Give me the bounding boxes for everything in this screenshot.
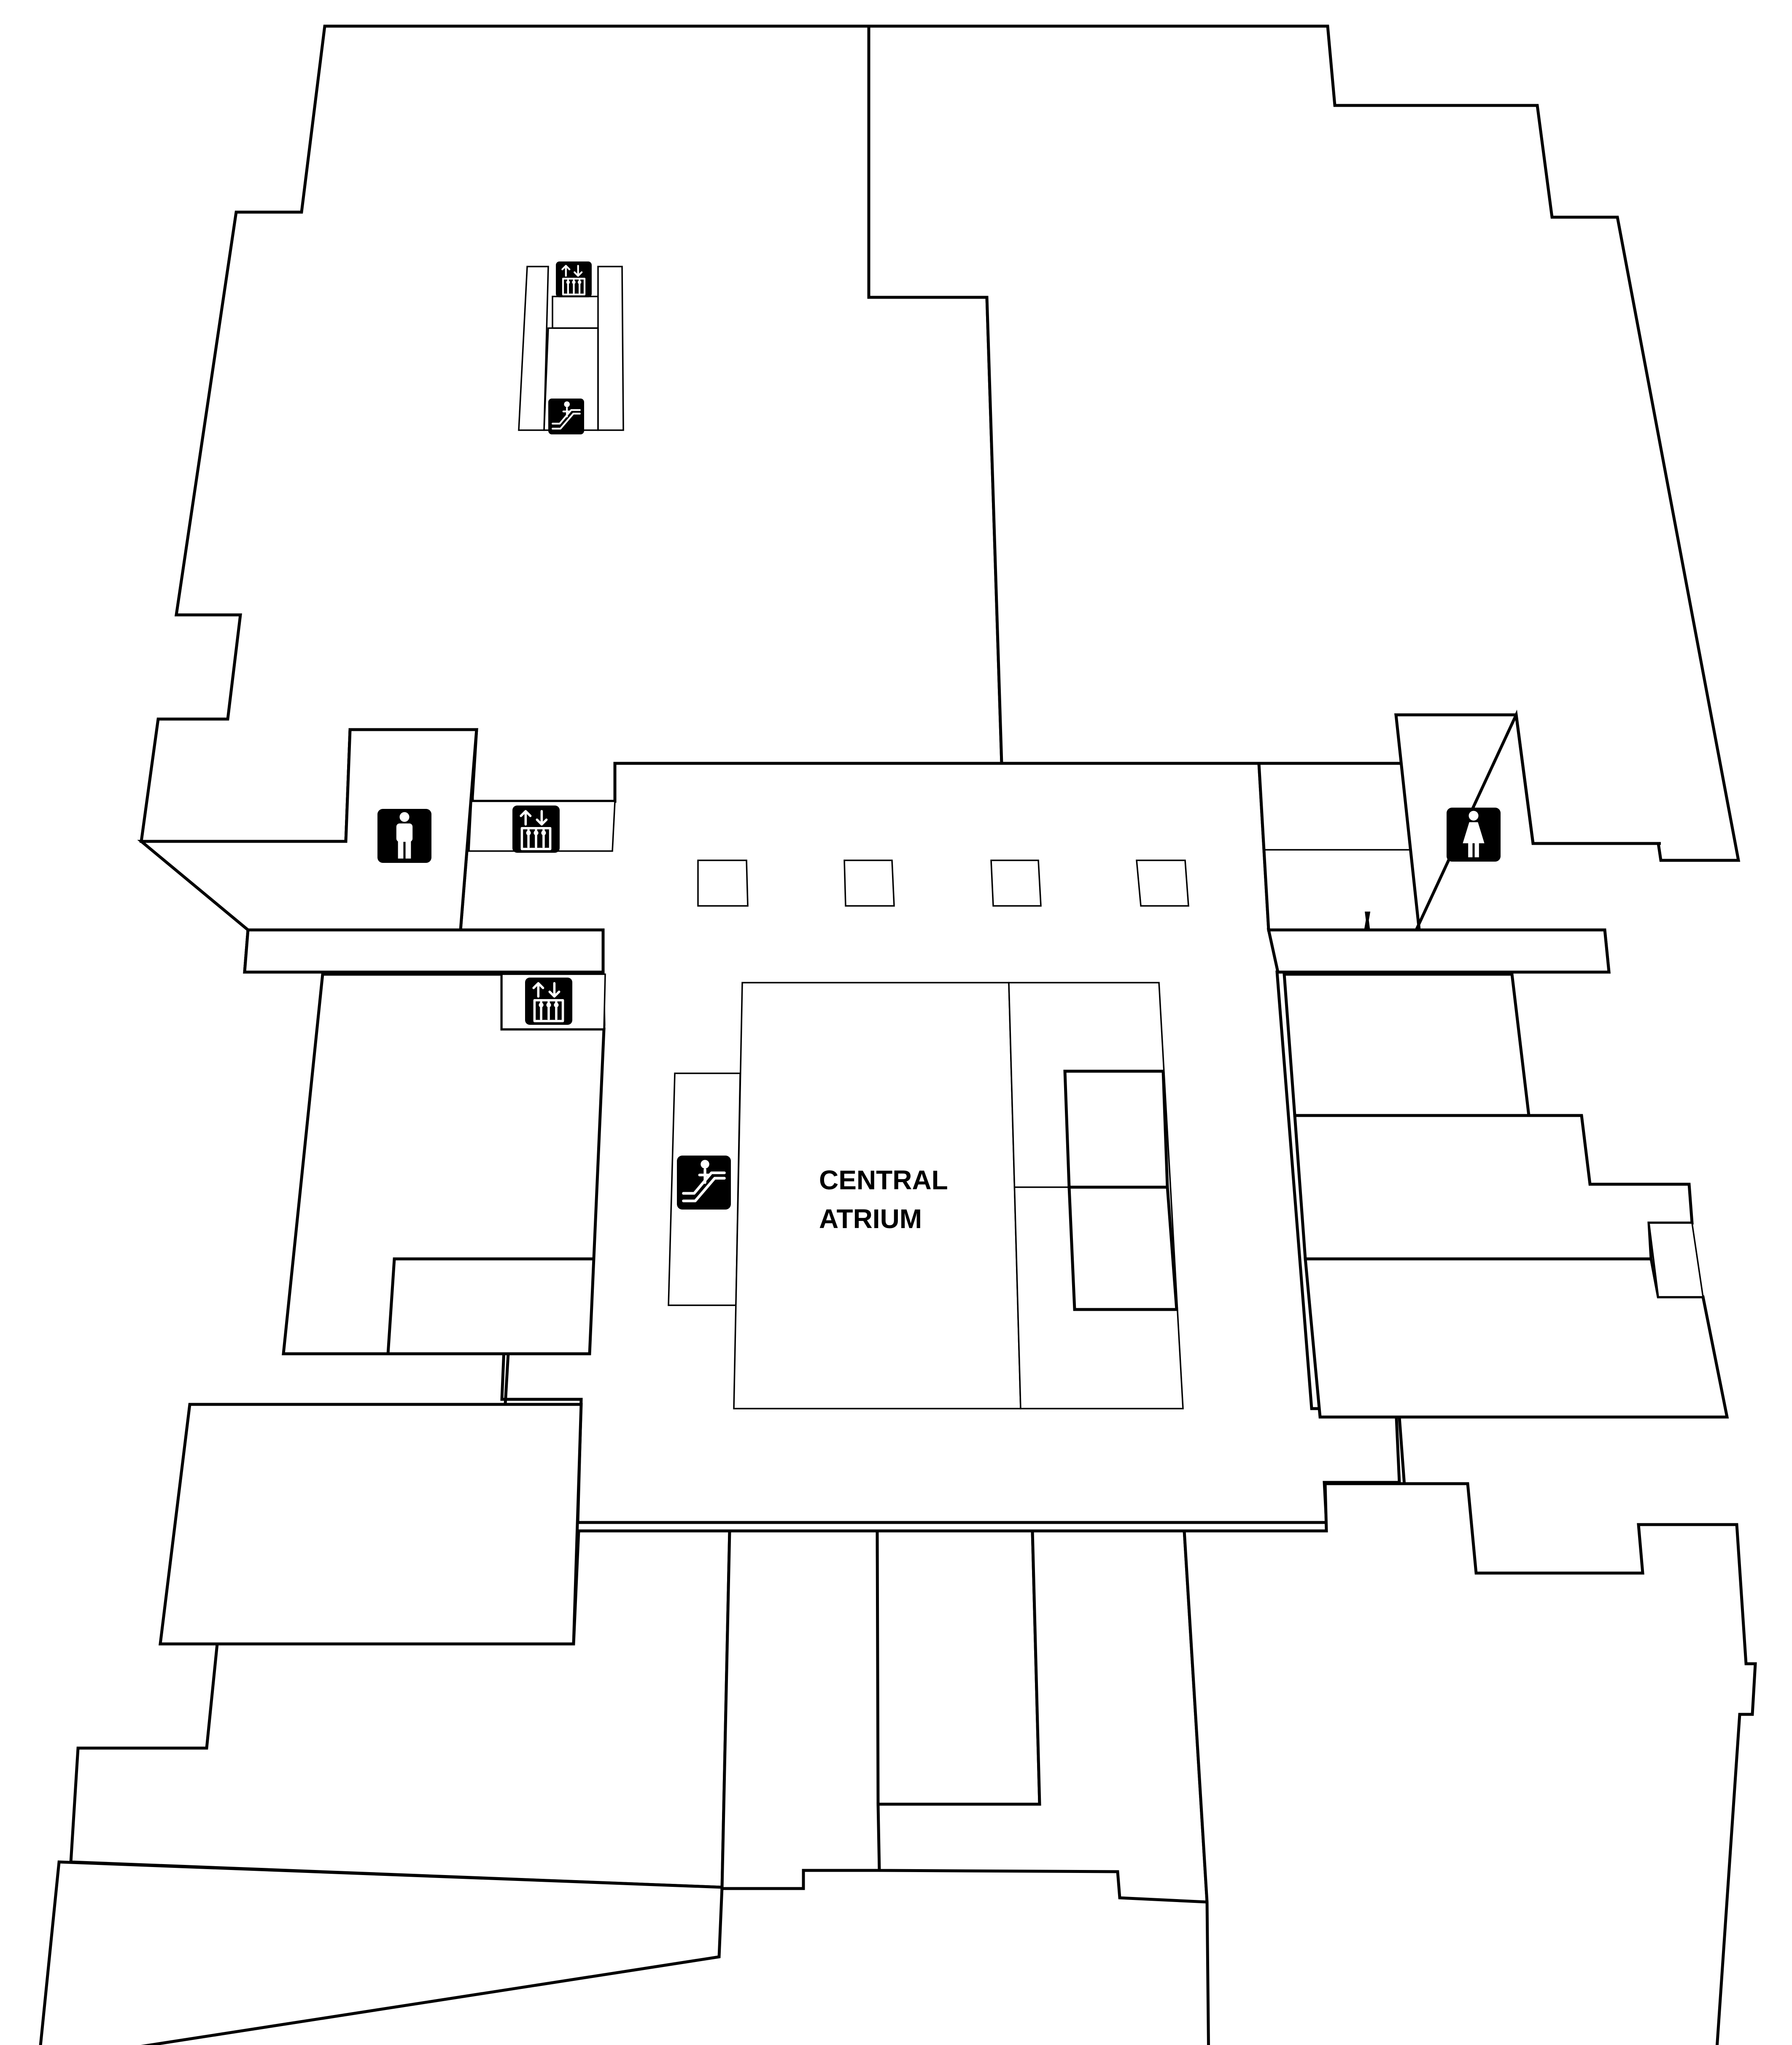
mid-right-store-middle [1293, 1114, 1694, 1261]
mens-restroom-icon[interactable] [377, 809, 431, 863]
pillar-1 [697, 859, 749, 907]
atrium-east-room-bottom [1067, 1186, 1178, 1311]
elevator-icon[interactable] [525, 978, 572, 1025]
mid-right-connector [1398, 1417, 1406, 1486]
elevator-icon[interactable] [556, 261, 592, 297]
central-atrium [733, 982, 1021, 1409]
atrium-label-line1: CENTRAL [819, 1165, 948, 1195]
bottom-left-store-large [159, 1403, 583, 1646]
mid-left-store [282, 973, 606, 1355]
escalator-icon[interactable] [548, 399, 584, 434]
pillar-3 [990, 859, 1042, 907]
bottom-left-corner [39, 1860, 724, 2045]
corridor-band-right [1267, 928, 1611, 974]
escalator-strip-center [543, 327, 599, 431]
escalator-icon[interactable] [677, 1156, 731, 1210]
mid-right-store-top [1283, 973, 1531, 1117]
mid-left-connector [504, 1353, 510, 1405]
atrium-east-block [1008, 982, 1184, 1409]
pillar-2 [843, 859, 895, 907]
corridor-band-left [243, 928, 605, 974]
mid-right-niche [1648, 1222, 1704, 1298]
womens-restroom-icon[interactable] [1447, 808, 1501, 862]
escalator-void-top [552, 296, 600, 329]
bottom-center-store [876, 1529, 1041, 1806]
bottom-right-store [1183, 1482, 1757, 2045]
escalator-strip-right [597, 266, 624, 431]
atrium-label-line2: ATRIUM [819, 1204, 922, 1234]
right-rooms-upper [1257, 762, 1421, 932]
mid-left-sub-wall [386, 1257, 593, 1354]
pillar-4 [1136, 859, 1189, 907]
elevator-icon[interactable] [512, 806, 560, 853]
bottom-center-left-store [720, 1529, 881, 1890]
